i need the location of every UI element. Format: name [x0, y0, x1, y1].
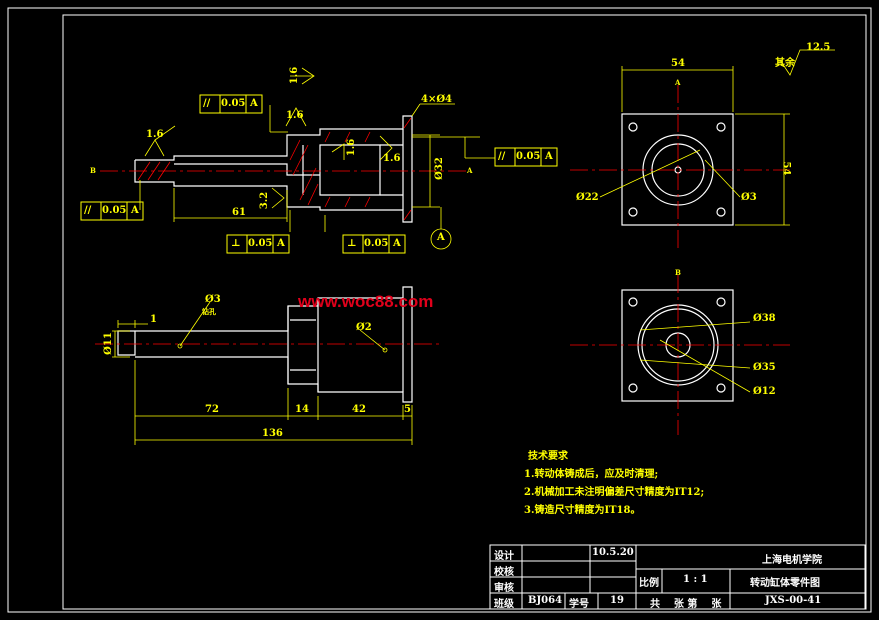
roughness-1-6-bore: 1.6 — [346, 138, 358, 157]
fcf2-symbol: // — [84, 205, 92, 216]
tb-design-date: 10.5.20 — [592, 547, 634, 558]
dim-d2: Ø2 — [356, 322, 372, 333]
bottom-view — [570, 275, 790, 435]
tb-student-no-label: 学号 — [569, 599, 589, 610]
tb-sheets: 共 张 第 张 — [650, 599, 722, 610]
fcf4-symbol: ⊥ — [231, 238, 241, 249]
section-mark-b-bottom: B — [675, 268, 681, 277]
tech-requirements: 技术要求 1.转动体铸成后，应及时清理; 2.机械加工未注明偏差尺寸精度为IT1… — [524, 447, 704, 516]
tb-design-label: 设计 — [494, 551, 514, 562]
title-block — [489, 544, 866, 610]
fcf4-ref: A — [277, 238, 285, 249]
tb-class-label: 班级 — [494, 599, 514, 610]
fcf2-ref: A — [131, 205, 139, 216]
roughness-1-6-top: 1.6 — [286, 110, 304, 121]
roughness-3-2: 3.2 — [259, 191, 271, 210]
dim-d32: Ø32 — [433, 157, 445, 180]
dim-d3-note: 钻孔 — [202, 307, 216, 316]
dim-d11: Ø11 — [102, 332, 114, 355]
tb-class-value: BJ064 — [528, 595, 563, 606]
bottom-view-dims — [639, 321, 751, 393]
dim-1: 1 — [150, 314, 157, 325]
fcf3-ref: A — [545, 151, 553, 162]
tech-req-title: 技术要求 — [528, 451, 568, 462]
tb-school: 上海电机学院 — [762, 555, 822, 566]
front-view-outline — [117, 286, 413, 403]
datum-a: A — [437, 232, 445, 243]
dim-54-height: 54 — [780, 161, 792, 176]
dim-d3-top: Ø3 — [741, 192, 757, 203]
fcf5-ref: A — [393, 238, 401, 249]
dim-4xd4: 4×Ø4 — [421, 94, 453, 105]
watermark: www.woc88.com — [298, 292, 434, 311]
dim-42: 42 — [352, 404, 366, 415]
dim-54-width: 54 — [671, 58, 685, 69]
bottom-view-outline — [621, 289, 734, 402]
tb-proof-label: 校核 — [494, 567, 514, 578]
tb-scale-label: 比例 — [639, 578, 659, 589]
top-view — [570, 49, 835, 250]
dim-d35: Ø35 — [753, 362, 776, 373]
fcf4-value: 0.05 — [248, 238, 273, 249]
dim-14: 14 — [295, 404, 309, 415]
dim-136: 136 — [262, 428, 283, 439]
dim-d12: Ø12 — [753, 386, 776, 397]
bottom-view-centerlines — [570, 275, 790, 435]
fcf5-symbol: ⊥ — [347, 238, 357, 249]
fcf3-value: 0.05 — [516, 151, 541, 162]
top-view-outline — [621, 113, 734, 226]
fcf3-symbol: // — [498, 151, 506, 162]
tech-req-item-2: 2.机械加工未注明偏差尺寸精度为IT12; — [524, 487, 705, 498]
section-mark-a-top: A — [675, 78, 681, 87]
top-view-centerlines — [570, 85, 790, 250]
roughness-1-6-vertical: 1.6 — [289, 66, 301, 85]
dim-72: 72 — [205, 404, 219, 415]
tech-req-item-1: 1.转动体铸成后，应及时清理; — [524, 469, 659, 480]
fcf2-value: 0.05 — [102, 205, 127, 216]
roughness-other-value: 12.5 — [806, 42, 831, 53]
section-view — [80, 67, 558, 254]
roughness-1-6-left: 1.6 — [146, 129, 164, 140]
tb-drawing-number: JXS-00-41 — [765, 595, 822, 606]
fcf1-symbol: // — [203, 98, 211, 109]
tech-req-item-3: 3.铸造尺寸精度为IT18。 — [524, 505, 641, 516]
top-view-circles — [628, 122, 726, 217]
section-dims — [139, 67, 495, 250]
feature-control-frames — [80, 94, 558, 254]
dim-d3-side: Ø3 — [205, 294, 221, 305]
section-mark-b-left: B — [90, 166, 96, 175]
dim-5: 5 — [404, 404, 411, 415]
front-view-dims — [112, 301, 413, 445]
section-outline — [134, 115, 413, 223]
dim-d38: Ø38 — [753, 313, 776, 324]
roughness-1-6-inner: 1.6 — [383, 153, 401, 164]
section-hatch — [137, 117, 412, 221]
fcf1-ref: A — [250, 98, 258, 109]
dim-d22: Ø22 — [576, 192, 599, 203]
top-view-dims — [599, 49, 835, 226]
tb-scale-value: 1 : 1 — [683, 574, 708, 585]
fcf1-value: 0.05 — [221, 98, 246, 109]
drawing-frame — [7, 7, 872, 613]
section-mark-a-right: A — [467, 166, 473, 175]
tb-review-label: 审核 — [494, 583, 514, 594]
tb-student-no-value: 19 — [610, 595, 624, 606]
dim-61: 61 — [232, 207, 246, 218]
tb-drawing-title: 转动缸体零件图 — [750, 578, 820, 589]
front-view — [95, 286, 440, 445]
fcf5-value: 0.05 — [364, 238, 389, 249]
roughness-other-label: 其余 — [775, 58, 795, 69]
